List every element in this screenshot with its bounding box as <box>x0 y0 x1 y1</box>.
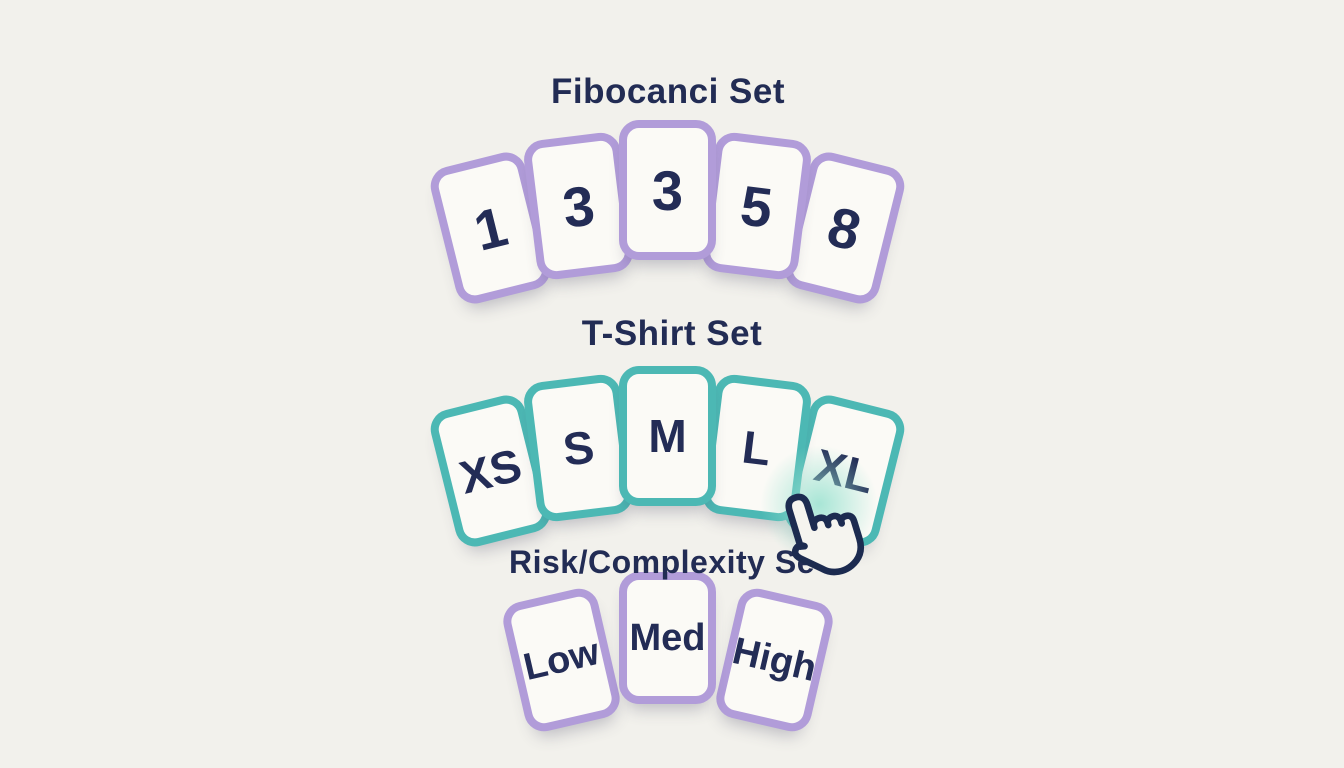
set-title-risk-complexity: Risk/Complexity Se <box>509 544 815 580</box>
card-med[interactable]: Med <box>619 572 716 704</box>
set-title-tshirt: T-Shirt Set <box>581 314 763 353</box>
card-value: 3 <box>559 172 598 240</box>
card-value: 5 <box>737 172 776 240</box>
card-value: 1 <box>467 193 514 263</box>
card-m[interactable]: M <box>619 366 716 506</box>
card-value: 3 <box>651 158 684 222</box>
set-title-fibonacci: Fibocanci Set <box>550 72 786 111</box>
card-low[interactable]: Low <box>499 584 624 736</box>
card-value: L <box>739 420 774 476</box>
card-value: XS <box>454 438 527 504</box>
card-value: S <box>560 420 597 476</box>
card-value: M <box>648 410 687 462</box>
card-value: 8 <box>821 193 868 263</box>
card-3[interactable]: 3 <box>619 120 716 260</box>
card-value: Med <box>629 616 706 659</box>
card-5[interactable]: 5 <box>699 130 814 282</box>
card-high[interactable]: High <box>712 584 837 736</box>
card-value: High <box>728 629 821 690</box>
card-value: Low <box>519 630 604 689</box>
